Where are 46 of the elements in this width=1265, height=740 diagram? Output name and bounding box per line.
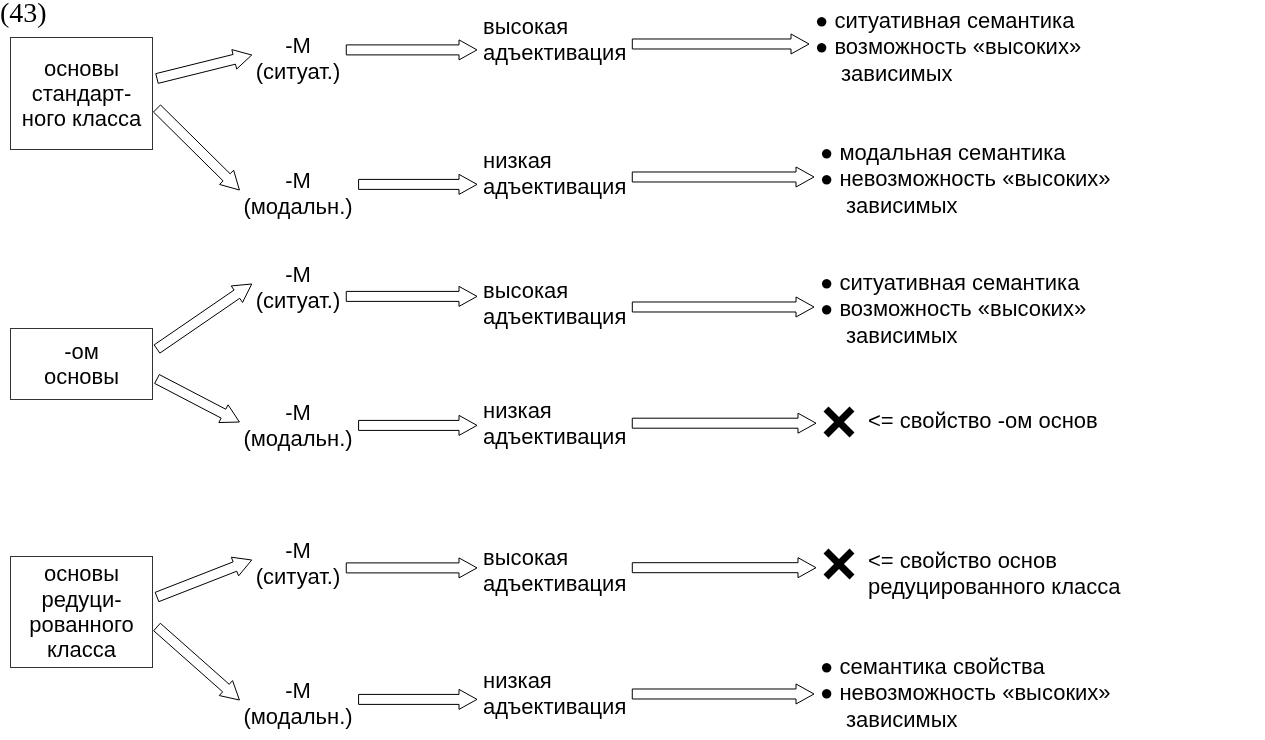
stage-label: низкая адъективация [483,398,627,451]
block-arrow [358,688,478,710]
suffix-label: -М (модальн.) [243,400,353,453]
bullet-item: ● возможность «высоких» зависимых [815,34,1083,88]
block-arrow [358,173,478,195]
block-arrow [358,414,478,436]
bullet-item: ● невозможность «высоких» зависимых [820,166,1112,220]
block-arrow [153,104,240,191]
block-arrow [153,622,240,701]
block-arrow [631,557,817,579]
stem-class-box: основы стандарт- ного класса [10,37,153,150]
block-arrow [631,412,817,434]
suffix-label: -М (модальн.) [243,168,353,221]
bullet-item: ● возможность «высоких» зависимых [820,296,1088,350]
bullet-item: ● ситуативная семантика [815,8,1076,35]
stage-label: низкая адъективация [483,668,627,721]
block-arrow [155,49,253,84]
cross-icon [822,547,856,581]
suffix-label: -М (ситуат.) [255,538,341,591]
block-arrow [153,283,253,354]
stage-label: высокая адъективация [483,545,627,598]
stage-label: высокая адъективация [483,278,627,331]
block-arrow [631,683,815,705]
block-arrow [154,374,240,424]
block-arrow [631,33,810,55]
block-arrow [345,285,478,307]
bullet-item: ● невозможность «высоких» зависимых [820,680,1112,734]
block-arrow [631,166,815,188]
note-text: <= свойство -ом основ [868,408,1099,435]
stage-label: низкая адъективация [483,148,627,201]
bullet-item: ● ситуативная семантика [820,270,1081,297]
suffix-label: -М (ситуат.) [255,33,341,86]
suffix-label: -М (ситуат.) [255,262,341,315]
cross-icon [822,405,856,439]
block-arrow [345,557,478,579]
stage-label: высокая адъективация [483,14,627,67]
suffix-label: -М (модальн.) [243,678,353,731]
block-arrow [345,39,478,61]
block-arrow [631,296,815,318]
stem-class-box: основы редуци- рованного класса [10,556,153,668]
bullet-item: ● модальная семантика [820,140,1067,167]
stem-class-box: -ом основы [10,328,153,400]
block-arrow [154,556,253,603]
note-text: <= свойство основ редуцированного класса [868,548,1122,601]
example-number: (43) [0,0,47,30]
bullet-item: ● семантика свойства [820,654,1046,681]
